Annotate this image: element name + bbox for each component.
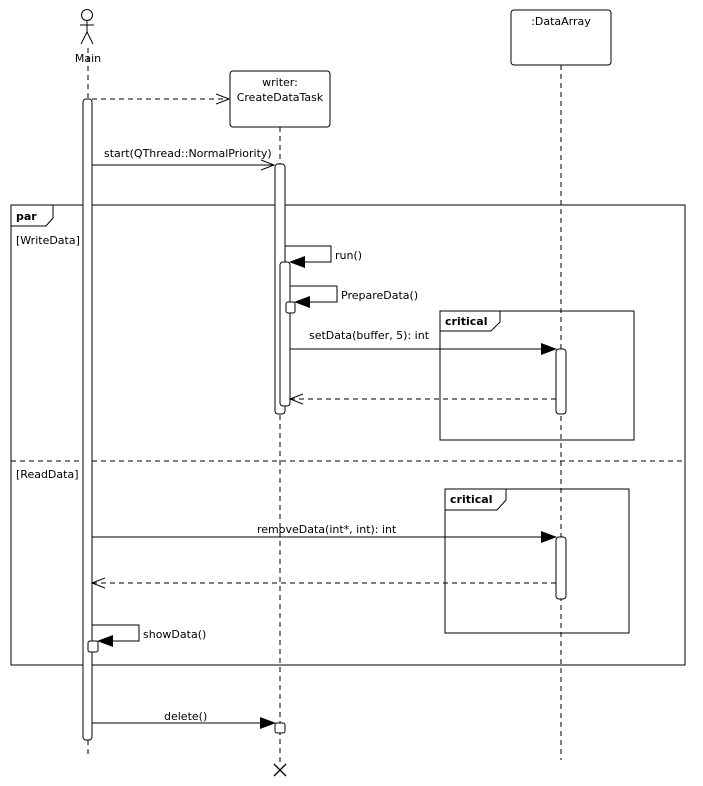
- activation-dataarray-setdata: [555, 348, 567, 415]
- writer-label-line2: CreateDataTask: [237, 91, 324, 104]
- critical-2-operator: critical: [450, 493, 492, 506]
- critical-fragment-2: [444, 488, 630, 634]
- setdata-message-label: setData(buffer, 5): int: [309, 329, 430, 342]
- dataarray-label: :DataArray: [531, 15, 591, 28]
- preparedata-message-label: PrepareData(): [341, 289, 418, 302]
- critical-fragment-2-tab: [444, 488, 507, 511]
- guard-writedata: [WriteData]: [16, 234, 80, 247]
- activation-writer-run: [279, 261, 291, 407]
- par-fragment-tab: [10, 204, 54, 227]
- par-operator: par: [16, 210, 37, 223]
- showdata-message-arrow: [92, 624, 140, 647]
- preparedata-message-arrow: [290, 285, 338, 308]
- start-message-label: start(QThread::NormalPriority): [104, 147, 272, 160]
- activation-main: [82, 98, 93, 741]
- activation-writer-delete: [274, 722, 286, 734]
- writer-label-line1: writer:: [262, 76, 298, 89]
- destruction-marker-icon: [273, 763, 287, 777]
- activation-writer-prepare: [285, 301, 296, 314]
- activation-main-showdata: [87, 640, 99, 653]
- delete-message-label: delete(): [164, 710, 207, 723]
- critical-fragment-1: [439, 310, 635, 441]
- par-fragment: [10, 204, 686, 666]
- critical-1-operator: critical: [445, 315, 487, 328]
- critical-fragment-1-tab: [439, 310, 501, 332]
- actor-main-icon: [80, 9, 94, 45]
- guard-readdata: [ReadData]: [16, 468, 79, 481]
- run-message-arrow: [285, 245, 332, 268]
- run-message-label: run(): [335, 249, 362, 262]
- removedata-message-label: removeData(int*, int): int: [257, 523, 397, 536]
- showdata-message-label: showData(): [143, 628, 206, 641]
- activation-dataarray-removedata: [555, 536, 567, 600]
